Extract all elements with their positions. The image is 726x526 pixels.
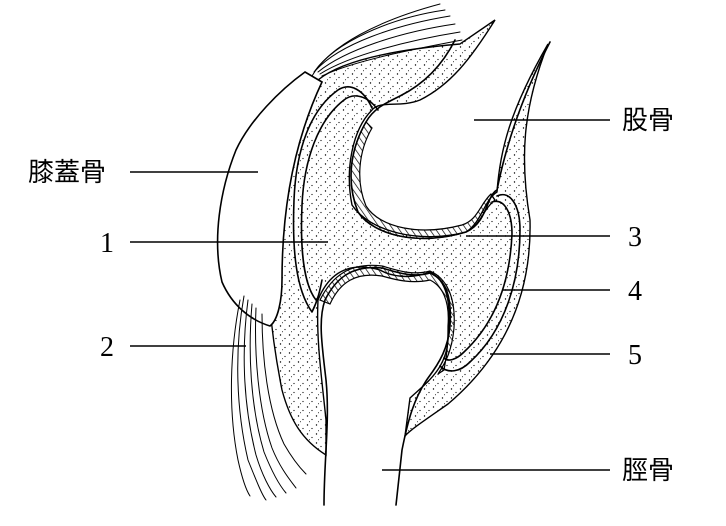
- label-1: 1: [100, 228, 114, 259]
- label-femur: 股骨: [622, 106, 674, 136]
- synovial-membrane: [292, 86, 373, 313]
- patella-bone: [216, 71, 324, 327]
- label-tibia: 脛骨: [622, 456, 674, 486]
- label-2: 2: [100, 332, 114, 363]
- label-5: 5: [628, 340, 642, 371]
- label-3: 3: [628, 222, 642, 253]
- femoral-cartilage: [350, 121, 496, 239]
- label-4: 4: [628, 276, 642, 307]
- tibial-cartilage: [319, 264, 455, 375]
- label-patella: 膝蓋骨: [28, 158, 106, 188]
- patellar-ligament: [230, 295, 307, 501]
